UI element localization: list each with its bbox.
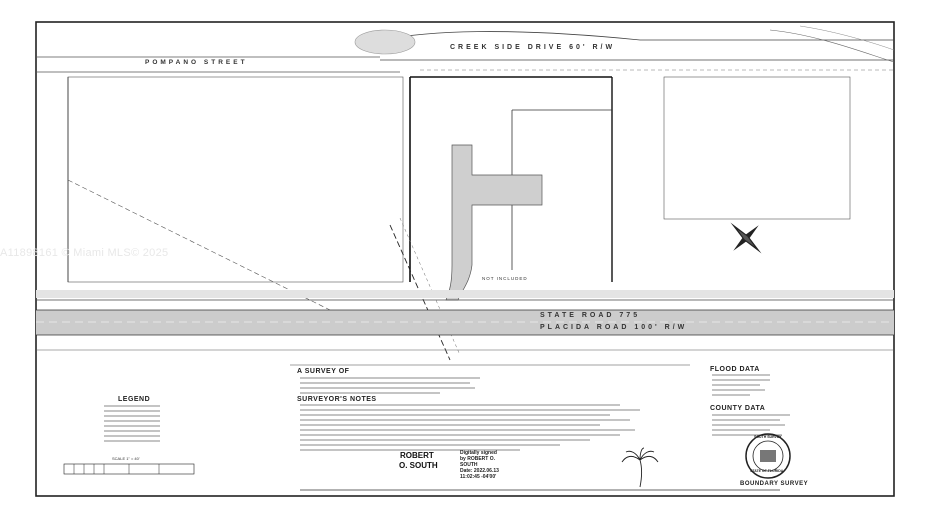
- not-included-label: NOT INCLUDED: [482, 276, 528, 281]
- north-arrow-icon: [730, 222, 762, 254]
- survey-of-heading: A SURVEY OF: [297, 368, 350, 375]
- surveyors-notes-heading: SURVEYOR'S NOTES: [297, 396, 377, 403]
- flood-data-heading: FLOOD DATA: [710, 366, 760, 373]
- signer-name-line1: ROBERT: [400, 451, 434, 460]
- placida-road-label: PLACIDA ROAD 100' R/W: [540, 324, 688, 331]
- signer-name-line2: O. SOUTH: [399, 461, 438, 470]
- mls-watermark: A11898161 © Miami MLS© 2025: [0, 247, 169, 259]
- pompano-street-label: POMPANO STREET: [145, 59, 248, 66]
- county-data-heading: COUNTY DATA: [710, 405, 766, 412]
- digital-signature-line2: by ROBERT O.: [460, 456, 496, 462]
- seal-top-text: SOUTH SURVEY: [754, 435, 782, 439]
- seal-bottom-text: STATE OF FLORIDA: [750, 469, 784, 473]
- digital-signature-line3: SOUTH: [460, 462, 478, 468]
- digital-signature-line1: Digitally signed: [460, 450, 497, 456]
- state-road-label: STATE ROAD 775: [540, 312, 641, 319]
- outer-border: [35, 21, 895, 497]
- creek-side-drive-label: CREEK SIDE DRIVE 60' R/W: [450, 44, 616, 51]
- palm-tree-icon: [621, 447, 659, 488]
- legend-heading: LEGEND: [118, 396, 151, 403]
- surveyor-seal-icon: [745, 433, 791, 479]
- digital-signature-date: Date: 2022.06.13: [460, 468, 499, 474]
- scale-label: SCALE 1" = 40': [112, 456, 140, 461]
- digital-signature-time: 11:02:45 -04'00': [460, 474, 497, 480]
- boundary-survey-heading: BOUNDARY SURVEY: [740, 481, 809, 487]
